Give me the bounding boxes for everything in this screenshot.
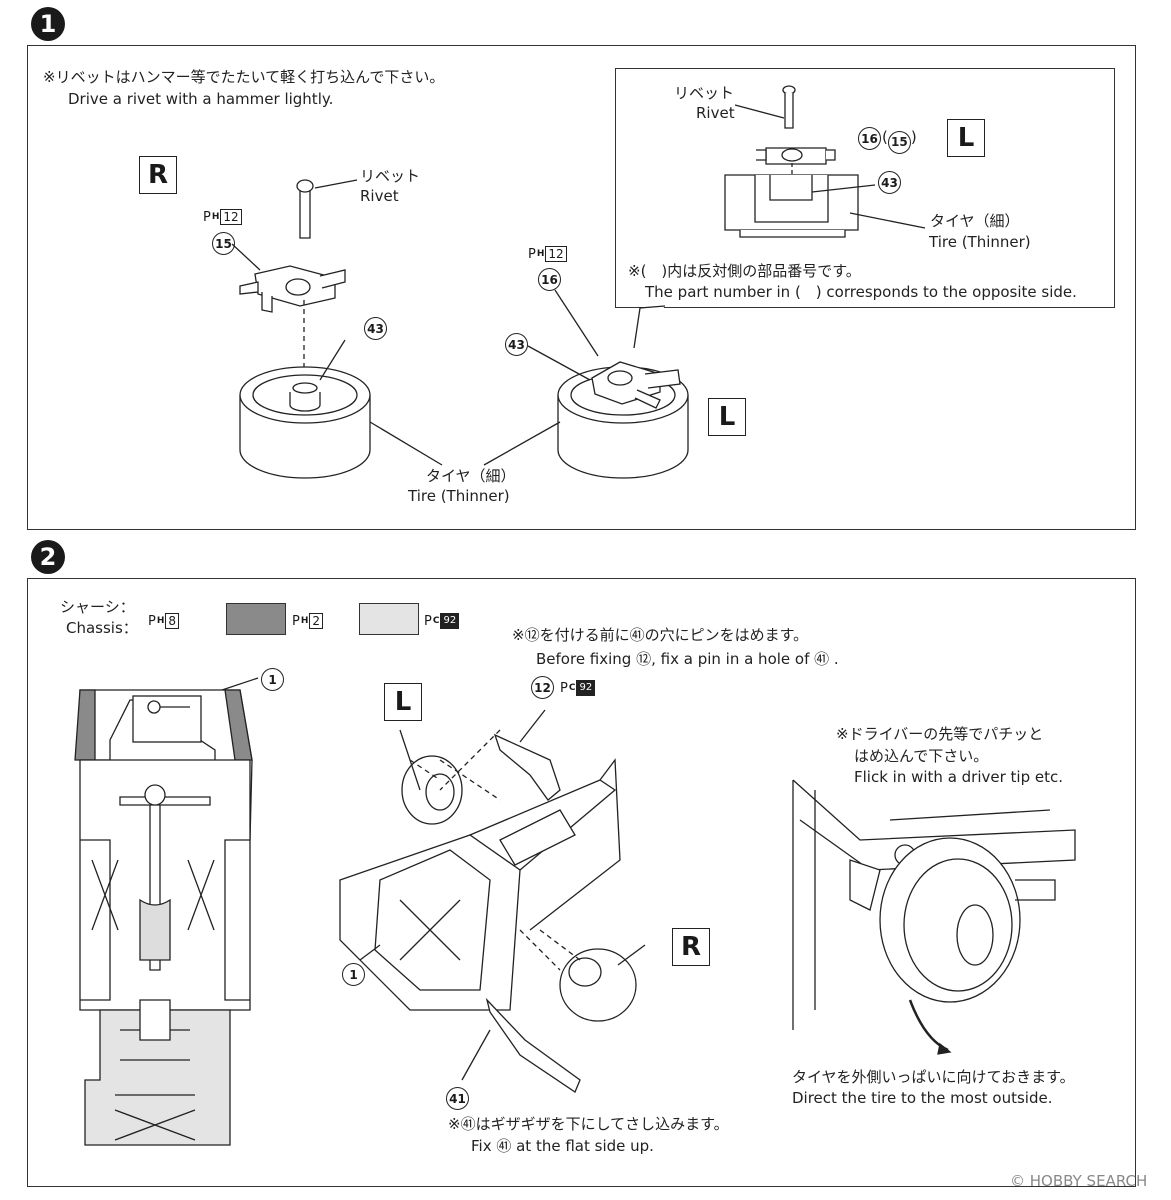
inset-rivet-jp: リベット xyxy=(674,84,735,102)
chassis-part-1: 1 xyxy=(261,668,284,691)
chassis-swatch-2 xyxy=(226,603,286,635)
opposite-side-inset: リベット Rivet 16 (15) L 43 タイヤ（細） Tire (Thi… xyxy=(615,68,1115,308)
inset-part-16: 16 xyxy=(858,127,881,150)
flick-note-jp-2: はめ込んで下さい。 xyxy=(854,747,989,765)
step-1-badge: 1 xyxy=(31,7,65,41)
part-number-12: 12 xyxy=(531,676,554,699)
inset-rivet-en: Rivet xyxy=(696,104,735,122)
step-2-badge: 2 xyxy=(31,540,65,574)
step-1-note-en: Drive a rivet with a hammer lightly. xyxy=(68,90,334,108)
inset-tire-en: Tire (Thinner) xyxy=(929,233,1031,251)
inset-part-15-paren: (15) xyxy=(882,127,917,154)
inset-tire-jp: タイヤ（細） xyxy=(930,212,1020,230)
assy-side-right: R xyxy=(672,928,710,966)
inset-note-jp: ※( )内は反対側の部品番号です。 xyxy=(628,262,861,280)
side-label-left: L xyxy=(708,398,746,436)
tire-label-en: Tire (Thinner) xyxy=(408,487,510,505)
part-number-43-right: 43 xyxy=(364,317,387,340)
assy-part-1: 1 xyxy=(342,963,365,986)
chassis-label-en: Chassis： xyxy=(66,619,138,637)
pin-note-en: Before fixing ⑫, fix a pin in a hole of … xyxy=(536,650,839,668)
pin-note-jp: ※⑫を付ける前に㊶の穴にピンをはめます。 xyxy=(512,626,809,644)
flick-note-jp-1: ※ドライバーの先等でパチッと xyxy=(836,725,1044,743)
tire-label-jp: タイヤ（細） xyxy=(426,467,516,485)
tire-direction-note-en: Direct the tire to the most outside. xyxy=(792,1089,1053,1107)
rod-note-en: Fix ㊶ at the flat side up. xyxy=(471,1137,654,1155)
step-1-note-jp: ※リベットはハンマー等でたたいて軽く打ち込んで下さい。 xyxy=(43,68,445,86)
part-number-41: 41 xyxy=(446,1087,469,1110)
part-number-43-left: 43 xyxy=(505,333,528,356)
step-1-panel: ※リベットはハンマー等でたたいて軽く打ち込んで下さい。 Drive a rive… xyxy=(27,45,1136,530)
hobby-search-watermark: © HOBBY SEARCH xyxy=(1010,1172,1148,1190)
inset-part-15: 15 xyxy=(887,131,911,154)
chassis-swatch-3 xyxy=(359,603,419,635)
tire-direction-note-jp: タイヤを外側いっぱいに向けておきます。 xyxy=(792,1068,1075,1086)
inset-part-43: 43 xyxy=(878,171,901,194)
part-number-16: 16 xyxy=(538,268,561,291)
side-label-right: R xyxy=(139,156,177,194)
inset-note-en: The part number in ( ) corresponds to th… xyxy=(645,283,1077,301)
rivet-label-jp-right: リベット xyxy=(360,167,421,185)
chassis-label-jp: シャーシ： xyxy=(60,598,135,616)
inset-side-label: L xyxy=(947,119,985,157)
flick-note-en: Flick in with a driver tip etc. xyxy=(854,768,1064,786)
assy-side-left: L xyxy=(384,683,422,721)
rod-note-jp: ※㊶はギザギザを下にしてさし込みます。 xyxy=(448,1115,729,1133)
part-number-15: 15 xyxy=(212,232,235,255)
rivet-label-en-right: Rivet xyxy=(360,187,399,205)
